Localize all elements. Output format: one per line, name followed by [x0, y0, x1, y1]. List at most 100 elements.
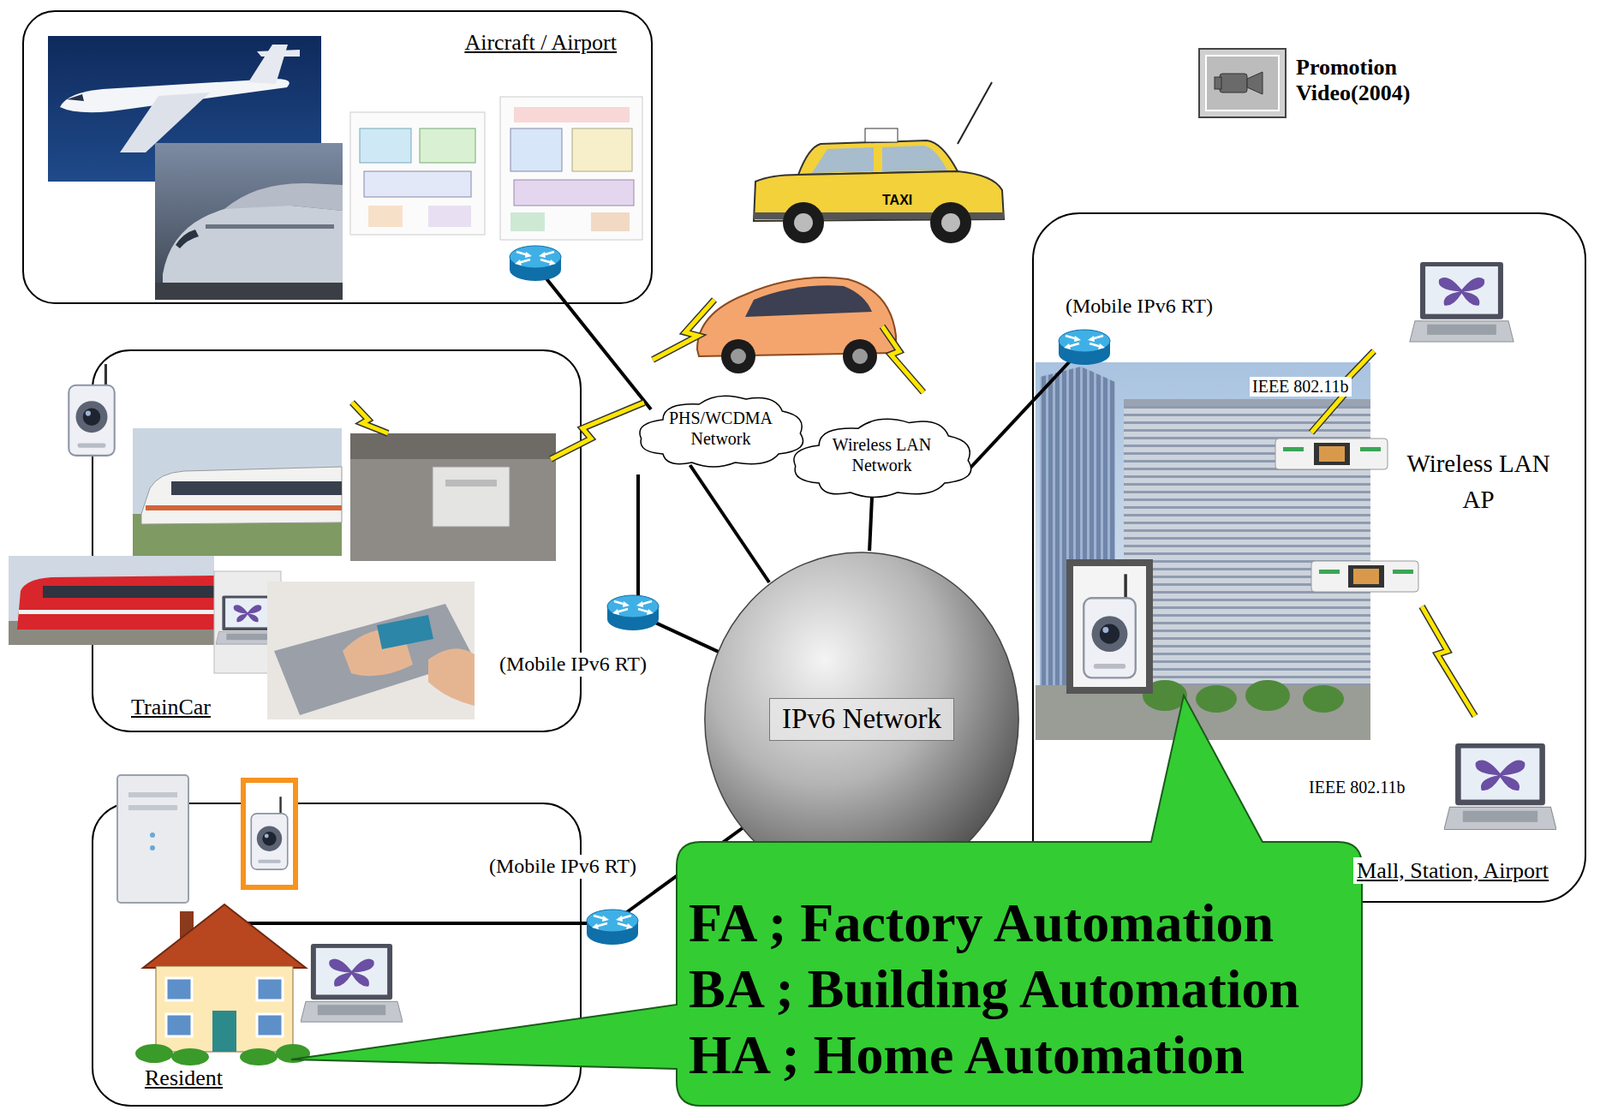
learjet-photo [66, 94, 84, 102]
jumbo-jet-photo [205, 224, 335, 229]
pc-tower [149, 832, 156, 838]
house [166, 978, 192, 1001]
zone-title: Aircraft / Airport [464, 29, 617, 56]
card-insert-photo [428, 648, 475, 706]
standard-label: IEEE 802.11b [1306, 777, 1409, 798]
camera-frame [250, 796, 287, 870]
house [171, 1048, 209, 1066]
airport-map [350, 112, 485, 235]
video-icon-box [1219, 73, 1248, 93]
access-point [1313, 442, 1350, 466]
jumbo-jet-photo [155, 143, 343, 300]
building-photo [1245, 680, 1290, 711]
building-photo [1123, 404, 1371, 741]
camera-frame [1073, 566, 1147, 687]
wireless-link [352, 402, 389, 434]
car [842, 339, 878, 374]
card-insert-photo [267, 581, 475, 720]
camera-frame [1083, 573, 1136, 678]
airport-map [513, 179, 634, 206]
jumbo-jet-photo [155, 143, 343, 300]
device-label: Wireless LAN AP [1392, 445, 1565, 518]
airport-map [350, 112, 485, 235]
access-point [1311, 561, 1419, 592]
laptop [300, 943, 403, 1022]
airport-map [513, 107, 630, 123]
car [745, 285, 872, 317]
network-sphere: IPv6 Network [703, 550, 1021, 889]
airport-map [428, 205, 472, 227]
wireless-link [652, 299, 715, 360]
train-photo [141, 466, 342, 525]
airport-map [500, 96, 643, 240]
network-link [690, 465, 771, 583]
video-icon-box [1247, 71, 1263, 95]
airport-map [419, 128, 476, 163]
red-train-photo [17, 575, 215, 630]
train-photo [132, 428, 342, 556]
network-wire [224, 921, 600, 926]
cloud-text-area: PHS/WCDMA Network [630, 385, 812, 472]
callout-outline [291, 695, 1362, 1106]
house [135, 904, 311, 1066]
cloud-outline [794, 418, 972, 497]
laptop [1409, 262, 1514, 342]
cloud-label: Wireless LAN Network [826, 434, 938, 476]
callout-bubble: FA ; Factory AutomationBA ; Building Aut… [676, 841, 1362, 1106]
standard-label: IEEE 802.11b [1249, 376, 1352, 397]
house [155, 966, 293, 1052]
router-icon [1058, 329, 1111, 365]
train-interior-photo [445, 479, 497, 487]
card-insert-photo [274, 603, 475, 716]
video-icon-box [1205, 55, 1279, 111]
video-icon-box [1199, 48, 1286, 118]
callout-text: FA ; Factory Automation [688, 889, 1300, 956]
access-point [1319, 446, 1345, 462]
taxi [811, 147, 874, 174]
house [143, 904, 306, 968]
pc-tower [149, 845, 156, 851]
airport-map [368, 205, 403, 227]
camera-frame [1066, 559, 1153, 694]
card-insert-photo [267, 581, 475, 720]
network-cloud: PHS/WCDMA Network [630, 385, 812, 472]
taxi [753, 82, 1004, 244]
cloud-shape [630, 385, 812, 472]
house [166, 1014, 192, 1037]
house [212, 1010, 237, 1052]
router-label: (Mobile IPv6 RT) [486, 854, 639, 879]
access-point [1319, 569, 1340, 574]
cloud-outline [639, 395, 804, 467]
red-train-photo [18, 609, 215, 615]
building-photo [1302, 685, 1344, 713]
laptop [1444, 743, 1557, 830]
video-icon-box [1214, 77, 1222, 90]
car [697, 277, 896, 374]
wireless-link [652, 299, 715, 360]
wireless-link [352, 402, 389, 434]
video-icon-box [1199, 48, 1286, 118]
train-photo [132, 428, 342, 556]
taxi [798, 140, 958, 175]
train-photo [171, 481, 342, 496]
network-link [869, 497, 872, 552]
zone-title: TrainCar [131, 693, 211, 721]
pc-tower [117, 775, 189, 903]
car [852, 348, 868, 365]
building-photo [1195, 685, 1237, 713]
jumbo-jet-photo [224, 183, 343, 211]
network-cloud: Wireless LAN Network [783, 407, 980, 502]
taxi [941, 213, 961, 233]
cloud-text-area: Wireless LAN Network [783, 407, 980, 502]
router-label: (Mobile IPv6 RT) [1062, 294, 1216, 319]
house [135, 1044, 174, 1063]
router-icon [509, 245, 562, 281]
pc-tower [117, 775, 189, 903]
pc-tower [128, 792, 178, 798]
train-interior-photo [350, 433, 556, 460]
sphere-text-area: IPv6 Network [703, 550, 1021, 889]
taxi [865, 128, 898, 143]
wireless-link [1421, 606, 1475, 717]
airport-map [572, 128, 633, 172]
